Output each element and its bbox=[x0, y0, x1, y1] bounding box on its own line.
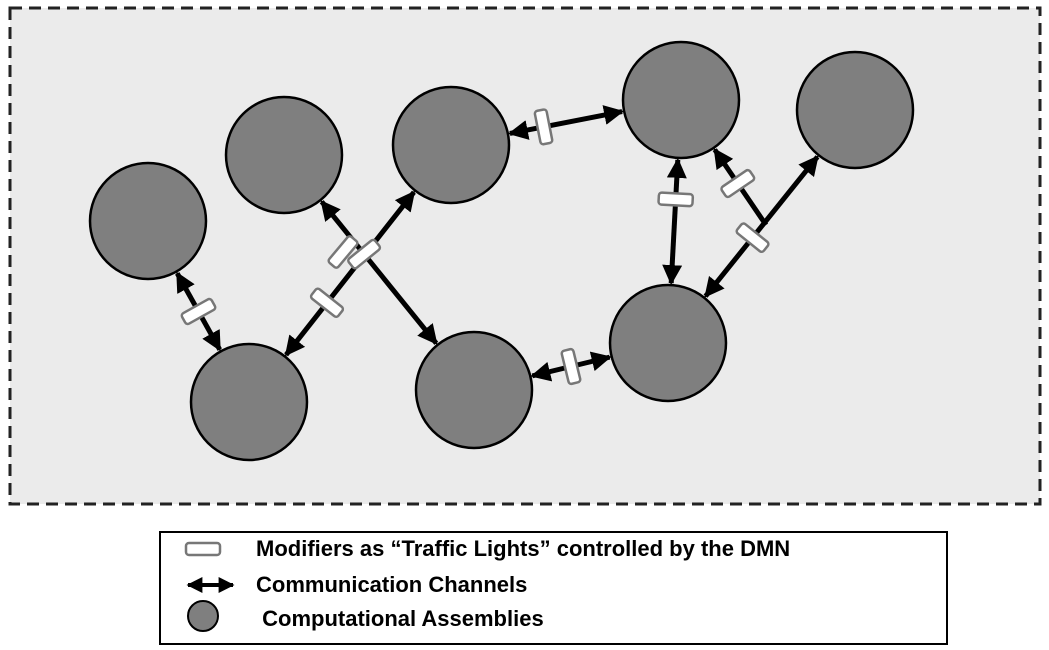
channel-legend-label: Communication Channels bbox=[256, 572, 527, 597]
assembly-legend-label: Computational Assemblies bbox=[256, 606, 544, 631]
legend: Modifiers as “Traffic Lights” controlled… bbox=[159, 531, 948, 645]
computational-assembly bbox=[795, 50, 915, 170]
traffic-light-modifier bbox=[533, 108, 554, 146]
modifiers-layer bbox=[180, 108, 770, 386]
communication-channel bbox=[507, 105, 625, 140]
traffic-light-modifier bbox=[347, 238, 382, 270]
traffic-light-modifier bbox=[309, 287, 345, 319]
computational-assembly bbox=[189, 342, 309, 462]
communication-channel bbox=[703, 155, 820, 298]
computational-assembly bbox=[224, 95, 344, 215]
traffic-light-modifier bbox=[180, 297, 217, 326]
assembly-legend-icon bbox=[187, 600, 219, 632]
modifier-legend-label: Modifiers as “Traffic Lights” controlled… bbox=[256, 536, 790, 561]
traffic-light-modifier bbox=[735, 222, 770, 254]
modifier-legend-icon bbox=[184, 541, 222, 557]
traffic-light-modifier bbox=[327, 235, 359, 269]
traffic-light-modifier bbox=[560, 347, 582, 386]
computational-assembly bbox=[608, 283, 728, 403]
traffic-light-modifier bbox=[657, 191, 695, 208]
computational-assembly bbox=[391, 85, 511, 205]
computational-assembly bbox=[414, 330, 534, 450]
communication-channel bbox=[319, 200, 439, 345]
communication-channel bbox=[662, 157, 687, 286]
nodes-layer bbox=[88, 40, 915, 462]
computational-assembly bbox=[621, 40, 741, 160]
computational-assembly bbox=[88, 161, 208, 281]
legend-box bbox=[159, 531, 948, 645]
traffic-light-modifier bbox=[720, 168, 756, 199]
